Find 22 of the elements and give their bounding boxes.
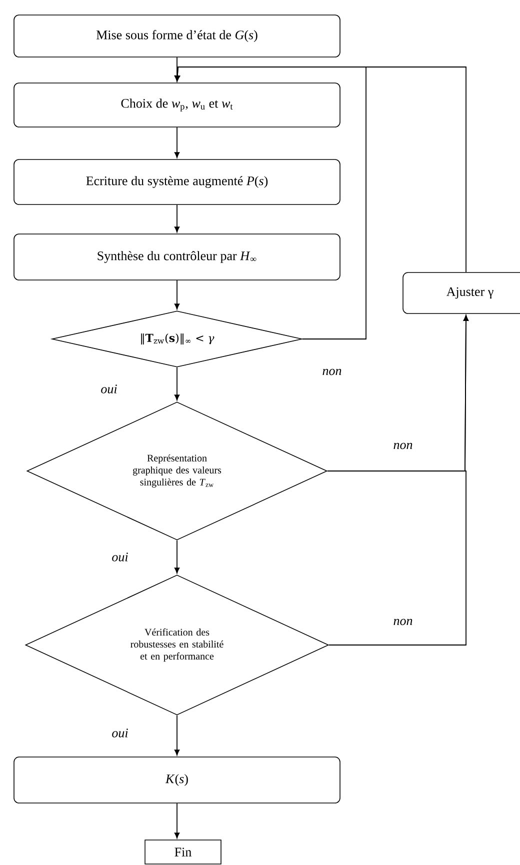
edge-label: oui [110,552,130,562]
edge-label: non [321,368,343,376]
arrow [174,714,180,756]
arrow [174,366,180,400]
arrow [174,802,180,838]
edge-label: oui [110,728,130,738]
process-box: Ajuster γ [402,272,520,314]
arrow [328,315,469,646]
edge-label: non [392,618,414,626]
arrow [174,126,180,158]
edge-label: oui [100,384,118,394]
process-box: Choix de w$_{p}$, w$_{u}$ et w$_{t}$ [14,82,340,128]
arrow [174,280,180,310]
arrow [174,66,466,273]
arrow [174,204,180,232]
process-box: Mise sous forme d’état de G(s) [14,14,340,58]
arrow [174,540,180,574]
terminal-box: Fin [144,840,222,864]
process-box: K(s) [14,756,340,804]
process-box: Ecriture du système augmenté P(s) [14,159,340,205]
edge-label: non [392,442,414,450]
process-box: Synthèse du contrôleur par H$_{∞}$ [14,234,340,280]
